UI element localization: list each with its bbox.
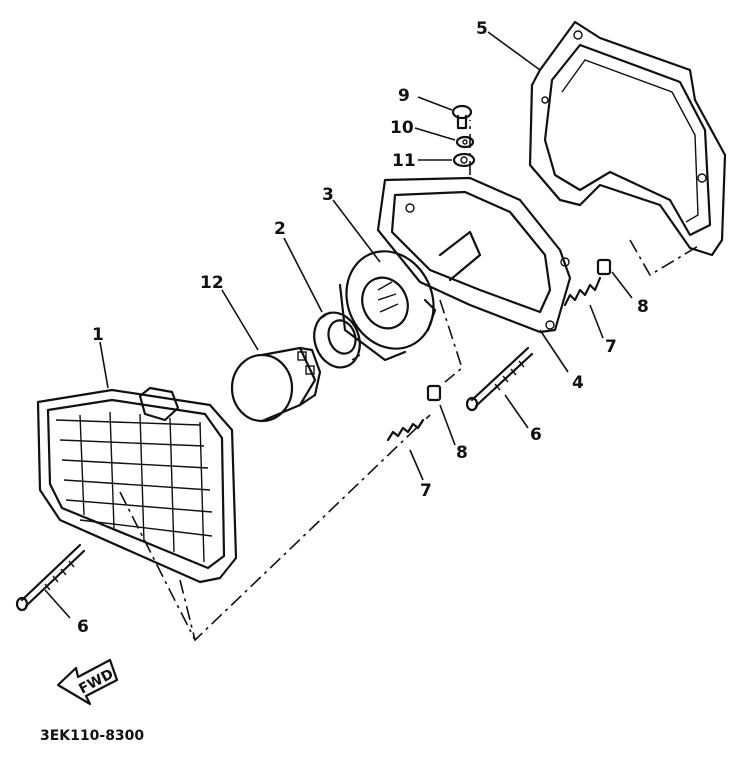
callout-12: 12 bbox=[200, 273, 224, 293]
part-12-bulb bbox=[230, 346, 322, 423]
part-8-nut-right bbox=[596, 258, 612, 276]
part-11-washer bbox=[452, 152, 476, 168]
callout-7-left: 7 bbox=[420, 481, 432, 501]
callout-8-right: 8 bbox=[637, 297, 649, 317]
part-7-spring-right bbox=[563, 276, 602, 307]
drawing-code: 3EK110-8300 bbox=[40, 728, 144, 744]
part-10-washer bbox=[455, 135, 475, 149]
callout-5: 5 bbox=[476, 19, 488, 39]
callout-4: 4 bbox=[572, 373, 584, 393]
fwd-label: FWD bbox=[76, 666, 116, 697]
callout-8-left: 8 bbox=[456, 443, 468, 463]
part-3-socket-cover bbox=[338, 250, 437, 362]
part-9-screw bbox=[451, 104, 473, 130]
callout-11: 11 bbox=[392, 151, 416, 171]
leader-lines bbox=[44, 31, 633, 619]
callout-6-left: 6 bbox=[77, 617, 89, 637]
assembly-lines bbox=[119, 120, 701, 642]
part-5-cover-frame bbox=[528, 20, 727, 257]
callout-6-right: 6 bbox=[530, 425, 542, 445]
part-2-retaining-ring bbox=[313, 311, 361, 369]
part-6-screw-left bbox=[15, 543, 86, 612]
part-4-bracket bbox=[376, 176, 572, 334]
callout-10: 10 bbox=[390, 118, 414, 138]
callout-1: 1 bbox=[92, 325, 104, 345]
part-1-headlight-unit bbox=[36, 386, 238, 584]
callout-3: 3 bbox=[322, 185, 334, 205]
callout-7-right: 7 bbox=[605, 337, 617, 357]
part-8-nut-left bbox=[426, 384, 442, 402]
callout-9: 9 bbox=[398, 86, 410, 106]
part-6-screw-right bbox=[465, 346, 534, 412]
fwd-arrow: FWD bbox=[56, 658, 119, 706]
part-7-spring-left bbox=[386, 418, 425, 442]
callout-2: 2 bbox=[274, 219, 286, 239]
